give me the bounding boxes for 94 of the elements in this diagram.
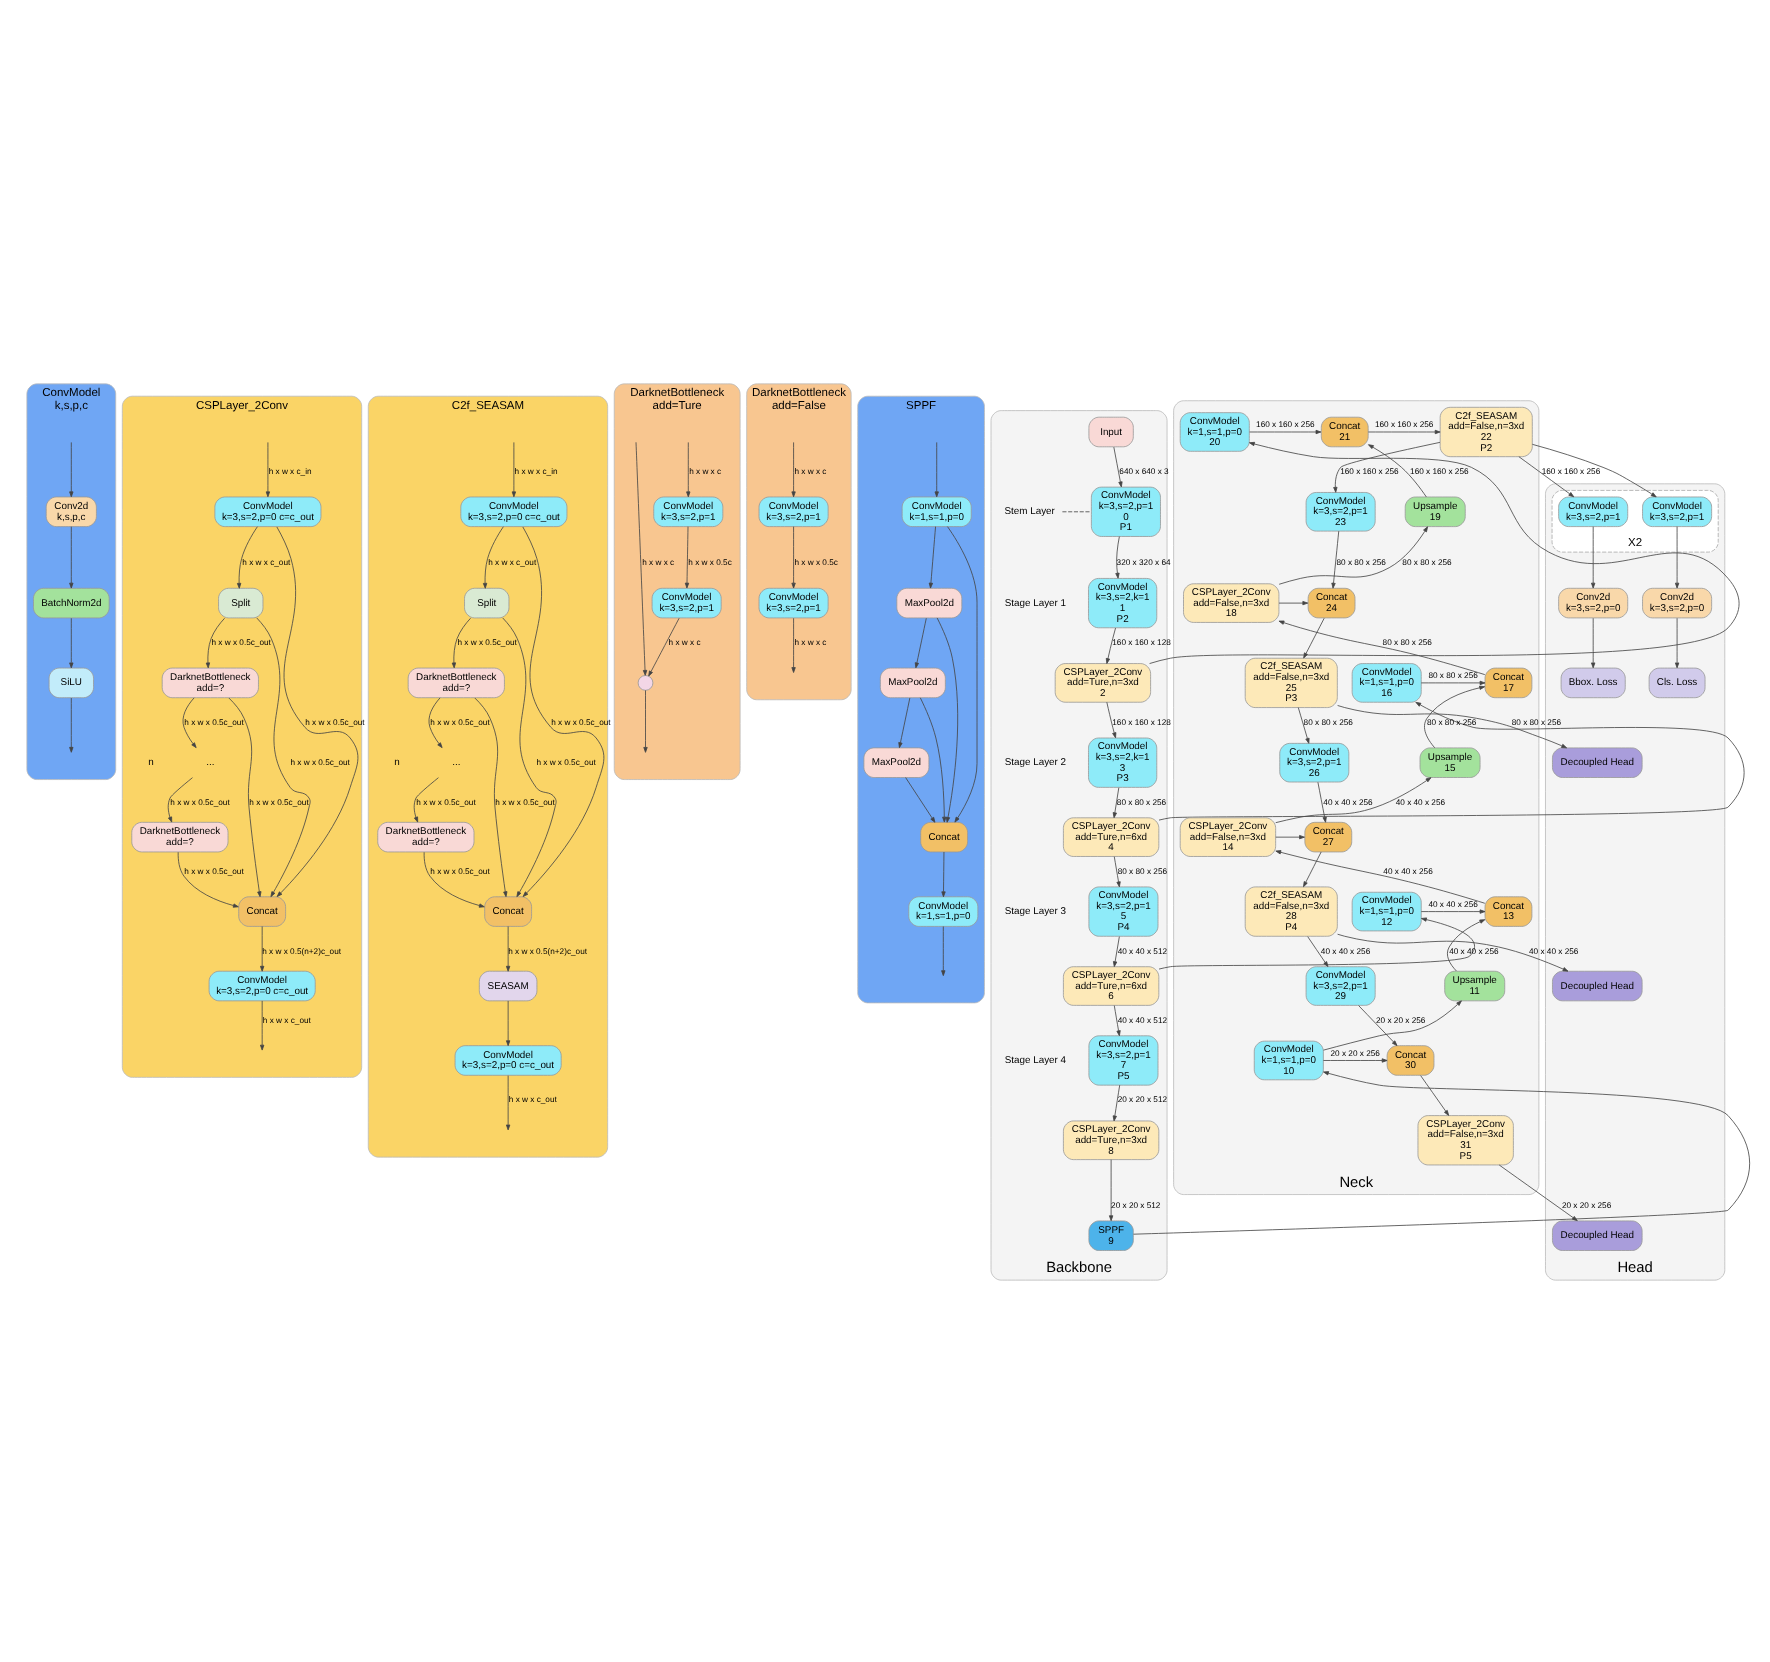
arrow	[919, 696, 947, 822]
arrow	[265, 441, 271, 497]
arrow	[451, 616, 471, 668]
arrow	[276, 525, 359, 896]
arrow	[69, 525, 74, 588]
arrow	[205, 616, 226, 668]
arrow	[1420, 1074, 1450, 1115]
arrow	[1303, 616, 1325, 658]
arrow	[1420, 908, 1486, 913]
arrow	[1113, 935, 1120, 966]
arrow	[1278, 599, 1309, 605]
arrow	[1278, 619, 1486, 674]
arrow	[1420, 679, 1486, 685]
arrow	[236, 525, 258, 588]
arrow	[928, 525, 936, 588]
arrow	[898, 696, 911, 748]
arrow	[506, 999, 511, 1046]
arrow	[511, 441, 516, 497]
arrow	[1106, 700, 1117, 738]
arrow	[413, 776, 439, 822]
arrow	[642, 616, 680, 676]
arrow	[643, 688, 648, 752]
arrow	[167, 776, 193, 822]
arrow	[1278, 525, 1429, 584]
arrow	[1358, 1004, 1398, 1045]
arrow	[684, 525, 690, 588]
arrow	[256, 616, 311, 897]
arrow	[1307, 935, 1329, 966]
arrow	[69, 696, 74, 752]
arrow	[522, 525, 605, 896]
arrow	[1331, 529, 1340, 588]
arrow	[1591, 616, 1596, 668]
arrow	[1337, 704, 1568, 748]
arrow	[1498, 1163, 1578, 1221]
arrow	[506, 1074, 511, 1130]
arrow	[941, 850, 946, 897]
arrow	[1133, 1070, 1751, 1234]
arrow	[635, 440, 653, 676]
arrow	[1518, 455, 1575, 497]
arrow	[1674, 616, 1680, 668]
arrow	[428, 696, 443, 748]
arrow	[1275, 849, 1486, 903]
arrow	[1113, 1004, 1121, 1036]
arrow	[474, 696, 508, 897]
arrow	[182, 696, 197, 748]
arrow	[1158, 700, 1745, 820]
arrow	[1368, 428, 1441, 434]
arrow	[1275, 776, 1432, 823]
arrow	[1113, 445, 1123, 487]
arrow	[947, 525, 978, 822]
arrow	[1249, 428, 1322, 434]
arrow	[1674, 525, 1680, 588]
arrow	[1113, 855, 1121, 887]
arrow	[1322, 1057, 1388, 1062]
arrow	[1424, 684, 1486, 748]
arrow	[1333, 440, 1441, 492]
arrow	[1591, 525, 1596, 588]
arrow	[1317, 780, 1327, 822]
arrow	[1112, 786, 1120, 818]
arrow	[260, 999, 265, 1050]
arrow	[686, 441, 691, 497]
arrow	[502, 616, 557, 897]
arrow	[69, 441, 74, 497]
arrow	[423, 850, 485, 907]
arrow	[1158, 916, 1475, 969]
arrow	[1532, 442, 1657, 497]
node-circle	[637, 674, 654, 690]
arrow	[1112, 1083, 1121, 1121]
arrow	[791, 525, 796, 588]
arrow	[1337, 932, 1569, 971]
arrow	[791, 441, 796, 497]
connector	[1061, 510, 1092, 512]
arrow	[1149, 440, 1740, 663]
arrow	[1323, 999, 1462, 1050]
arrow	[791, 616, 796, 672]
arrow	[177, 850, 239, 907]
arrow	[482, 525, 504, 588]
arrow	[941, 925, 946, 976]
arrow	[1275, 834, 1305, 839]
arrow	[1447, 918, 1486, 971]
arrow	[914, 616, 927, 668]
arrow	[934, 441, 939, 497]
arrow	[69, 616, 74, 668]
arrow	[1368, 443, 1427, 497]
arrow	[905, 776, 936, 822]
arrow	[1115, 535, 1120, 578]
arrow	[1303, 850, 1322, 887]
arrow	[260, 925, 265, 971]
arrow	[506, 925, 511, 971]
arrow	[1105, 626, 1116, 663]
arrow	[228, 696, 262, 897]
arrow	[1297, 706, 1310, 743]
arrow	[936, 616, 959, 822]
arrow	[1109, 1158, 1114, 1221]
